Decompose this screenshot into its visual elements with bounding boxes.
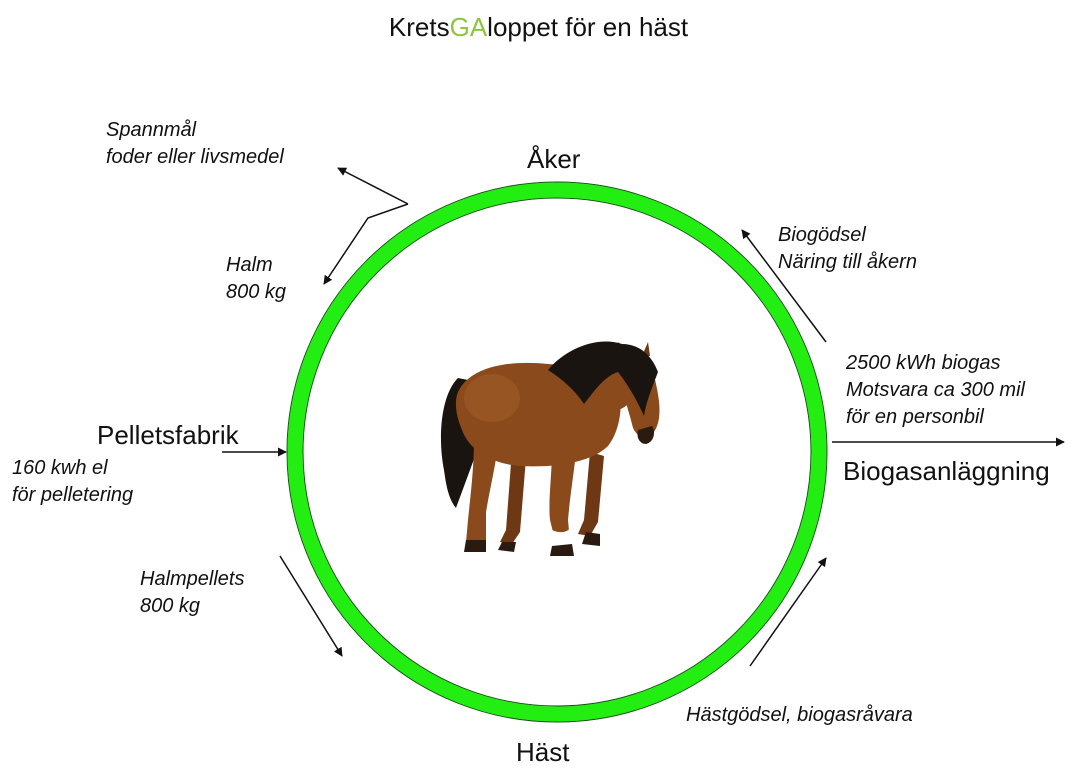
note-hastgodsel: Hästgödsel, biogasråvara — [686, 704, 913, 726]
title-suffix: loppet för en häst — [487, 12, 689, 42]
title-highlight: GA — [449, 12, 488, 42]
node-biogasanlaggning: Biogasanläggning — [843, 456, 1050, 486]
note-halm: Halm 800 kg — [226, 254, 287, 303]
note-halmpellets: Halmpellets 800 kg — [140, 568, 245, 617]
arrow-biogodsel — [741, 229, 827, 343]
node-aker: Åker — [527, 144, 581, 174]
note-spannmal: Spannmål foder eller livsmedel — [106, 119, 284, 168]
ring-outline-outer — [286, 181, 828, 723]
note-el: 160 kwh el för pelletering — [12, 457, 134, 506]
node-hast: Häst — [516, 737, 570, 767]
ring-outline-inner — [302, 197, 812, 707]
note-biogodsel: Biogödsel Näring till åkern — [778, 224, 917, 273]
diagram-title: KretsGAloppet för en häst — [0, 12, 1077, 43]
horse-illustration — [440, 341, 660, 556]
note-biogas: 2500 kWh biogas Motsvara ca 300 mil för … — [846, 352, 1025, 428]
arrow-halm — [323, 203, 409, 285]
arrow-halmpellets — [279, 555, 343, 657]
title-prefix: Krets — [388, 12, 450, 42]
node-pelletsfabrik: Pelletsfabrik — [97, 420, 239, 450]
cycle-ring — [287, 182, 827, 722]
arrow-spannmal — [337, 167, 409, 205]
arrow-hastgodsel — [749, 557, 827, 667]
